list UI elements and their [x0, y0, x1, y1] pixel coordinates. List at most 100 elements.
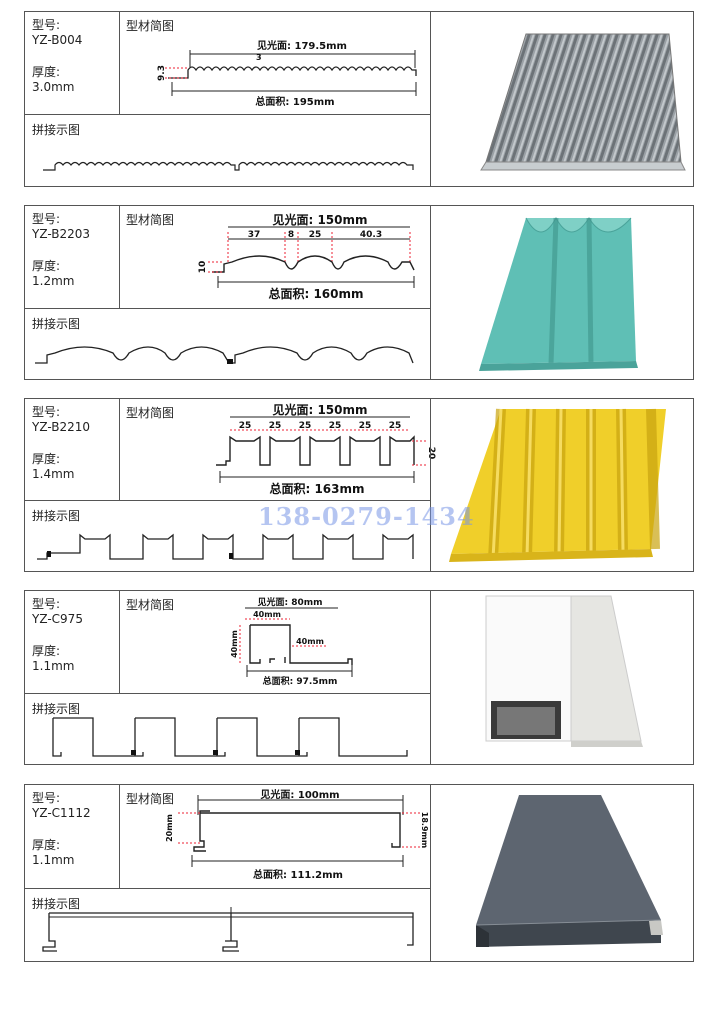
- product-photo: [430, 399, 693, 571]
- profile-wave: [212, 255, 415, 273]
- profile-wave: [216, 435, 415, 466]
- product-card-c1112: 型号: YZ-C1112 厚度: 1.1mm 型材简图 见光面: 100mm 2…: [24, 784, 694, 962]
- product-photo: [430, 591, 693, 764]
- thickness-value: 1.4mm: [32, 467, 75, 481]
- product-photo: [430, 12, 693, 186]
- thickness-value: 1.2mm: [32, 274, 75, 288]
- segment-dim: 25: [389, 421, 402, 431]
- visible-dim: 见光面: 80mm: [257, 596, 322, 608]
- segment-dim: 25: [359, 421, 372, 431]
- assembly-caption: 拼接示图: [32, 897, 81, 911]
- segment-dim: 8: [288, 230, 294, 240]
- assembly-wave: [35, 346, 414, 364]
- product-card-b2203: 型号: YZ-B2203 厚度: 1.2mm 型材简图 见光面: 150mm 3…: [24, 205, 694, 380]
- side-dim: 40mm: [296, 637, 324, 646]
- product-info: 型号: YZ-B004 厚度: 3.0mm: [25, 12, 120, 115]
- model-label: 型号:: [32, 18, 61, 32]
- total-dim: 总面积: 111.2mm: [253, 868, 343, 881]
- product-photo: [430, 785, 693, 961]
- right-dim: 18.9mm: [420, 812, 429, 848]
- photo-c975: [485, 595, 643, 747]
- model-label: 型号:: [32, 405, 61, 419]
- photo-b2210: [449, 408, 666, 562]
- assembly-drawing-b004: [43, 161, 414, 171]
- visible-dim: 见光面: 150mm: [272, 402, 367, 417]
- total-dim: 总面积: 195mm: [255, 95, 334, 108]
- profile-diagram: 型材简图 见光面: 150mm 25 25 25 25 25 25 20 总面积…: [120, 399, 436, 501]
- assembly-caption: 拼接示图: [32, 509, 81, 523]
- profile-drawing-b004: 见光面: 179.5mm 9.3 3 总面积: 195mm: [157, 39, 417, 108]
- profile-diagram: 型材简图 见光面: 80mm 40mm 40mm 40mm 总面积: 97.5m…: [120, 591, 430, 694]
- assembly-diagram: 拼接示图: [25, 501, 430, 571]
- segment-dim: 25: [269, 421, 282, 431]
- profile-caption: 型材简图: [126, 406, 175, 420]
- assembly-diagram: 拼接示图: [25, 889, 430, 961]
- profile-diagram: 型材简图 见光面: 179.5mm 9.3 3 总面积: 195mm: [120, 12, 430, 115]
- product-card-b004: 型号: YZ-B004 厚度: 3.0mm 型材简图 见光面: 179.5mm …: [24, 11, 694, 187]
- assembly-drawing-c975: [52, 717, 408, 757]
- total-dim: 总面积: 97.5mm: [263, 675, 338, 687]
- height-dim: 20mm: [165, 814, 174, 842]
- assembly-channels: [42, 912, 414, 952]
- thickness-label: 厚度:: [32, 452, 61, 466]
- height-dim: 10: [198, 261, 208, 274]
- assembly-drawing-c1112: [42, 907, 414, 952]
- thickness-label: 厚度:: [32, 644, 61, 658]
- segment-dim: 25: [239, 421, 252, 431]
- model-value: YZ-C1112: [32, 806, 91, 820]
- profile-drawing-c975: 见光面: 80mm 40mm 40mm 40mm 总面积: 97.5mm: [230, 596, 353, 687]
- visible-dim: 见光面: 100mm: [260, 788, 339, 801]
- model-label: 型号:: [32, 597, 61, 611]
- segment-dim: 40.3: [360, 230, 382, 240]
- phone-watermark: 138-0279-1434: [258, 502, 475, 531]
- assembly-caption: 拼接示图: [32, 123, 81, 137]
- photo-b004: [480, 33, 686, 171]
- visible-dim: 见光面: 179.5mm: [257, 39, 347, 52]
- product-info: 型号: YZ-B2210 厚度: 1.4mm: [25, 399, 120, 501]
- assembly-caption: 拼接示图: [32, 317, 81, 331]
- segment-dim: 25: [299, 421, 312, 431]
- product-card-b2210: 型号: YZ-B2210 厚度: 1.4mm 型材简图 见光面: 150mm 2…: [24, 398, 694, 572]
- profile-box: [249, 624, 353, 665]
- assembly-diagram: 拼接示图: [25, 309, 430, 379]
- assembly-drawing-b2203: [35, 346, 414, 364]
- profile-diagram: 型材简图 见光面: 150mm 37 8 25 40.3 10 总面积: 160…: [120, 206, 430, 309]
- assembly-drawing-b2210: [37, 533, 414, 560]
- product-info: 型号: YZ-C975 厚度: 1.1mm: [25, 591, 120, 694]
- model-value: YZ-B004: [32, 33, 83, 47]
- assembly-diagram: 拼接示图: [25, 694, 430, 764]
- model-label: 型号:: [32, 212, 61, 226]
- assembly-diagram: 拼接示图: [25, 115, 430, 186]
- assembly-wave: [37, 533, 414, 560]
- assembly-caption: 拼接示图: [32, 702, 81, 716]
- segment-dim: 25: [329, 421, 342, 431]
- product-card-c975: 型号: YZ-C975 厚度: 1.1mm 型材简图 见光面: 80mm 40m…: [24, 590, 694, 765]
- pitch-dim: 3: [256, 53, 262, 62]
- profile-diagram: 型材简图 见光面: 100mm 20mm 18.9mm 总面积: 111.2mm: [120, 785, 430, 889]
- thickness-value: 1.1mm: [32, 659, 75, 673]
- product-info: 型号: YZ-C1112 厚度: 1.1mm: [25, 785, 120, 889]
- profile-caption: 型材简图: [126, 598, 175, 612]
- segment-dim: 37: [248, 230, 261, 240]
- model-label: 型号:: [32, 791, 61, 805]
- height-dim: 20: [426, 447, 436, 460]
- height-dim: 9.3: [157, 65, 167, 81]
- profile-wave: [168, 66, 417, 79]
- thickness-label: 厚度:: [32, 65, 61, 79]
- product-info: 型号: YZ-B2203 厚度: 1.2mm: [25, 206, 120, 309]
- model-value: YZ-B2210: [32, 420, 91, 434]
- profile-channel: [193, 810, 401, 852]
- total-dim: 总面积: 160mm: [268, 286, 363, 301]
- total-dim: 总面积: 163mm: [269, 481, 364, 496]
- thickness-label: 厚度:: [32, 259, 61, 273]
- height-dim: 40mm: [230, 630, 239, 658]
- profile-drawing-c1112: 见光面: 100mm 20mm 18.9mm 总面积: 111.2mm: [165, 788, 429, 881]
- product-photo: [430, 206, 693, 379]
- top-dim: 40mm: [253, 610, 281, 619]
- model-value: YZ-B2203: [32, 227, 91, 241]
- thickness-label: 厚度:: [32, 838, 61, 852]
- model-value: YZ-C975: [32, 612, 83, 626]
- thickness-value: 1.1mm: [32, 853, 75, 867]
- photo-c1112: [475, 795, 663, 947]
- assembly-boxes: [52, 717, 408, 757]
